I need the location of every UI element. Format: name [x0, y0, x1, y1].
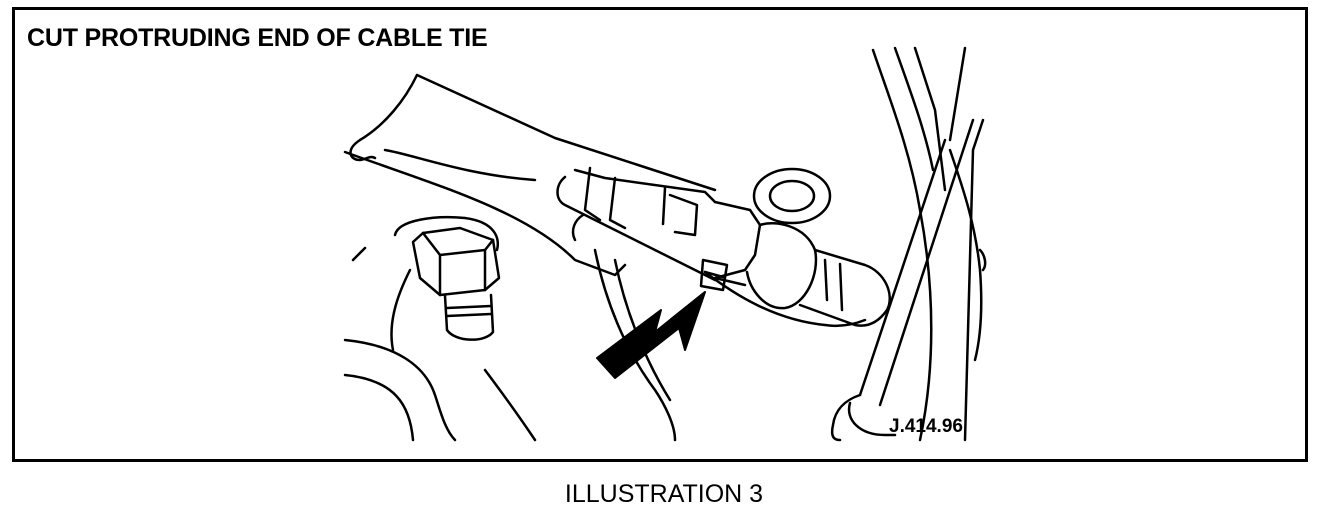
threaded-stud: [393, 215, 501, 341]
sensor-connector: [556, 166, 891, 328]
wiring-harness: [343, 73, 717, 277]
grommet: [752, 167, 832, 225]
illustration-caption: ILLUSTRATION 3: [564, 480, 764, 508]
illustration-heading: CUT PROTRUDING END OF CABLE TIE: [27, 24, 488, 52]
illustration-frame: CUT PROTRUDING END OF CABLE TIE: [12, 7, 1308, 462]
vertical-bracket: [830, 46, 987, 442]
reference-code: J.414.96: [889, 416, 963, 437]
pointer-arrow-icon: [596, 291, 706, 379]
cable-tie: [571, 213, 729, 292]
line-drawing: [343, 46, 987, 442]
